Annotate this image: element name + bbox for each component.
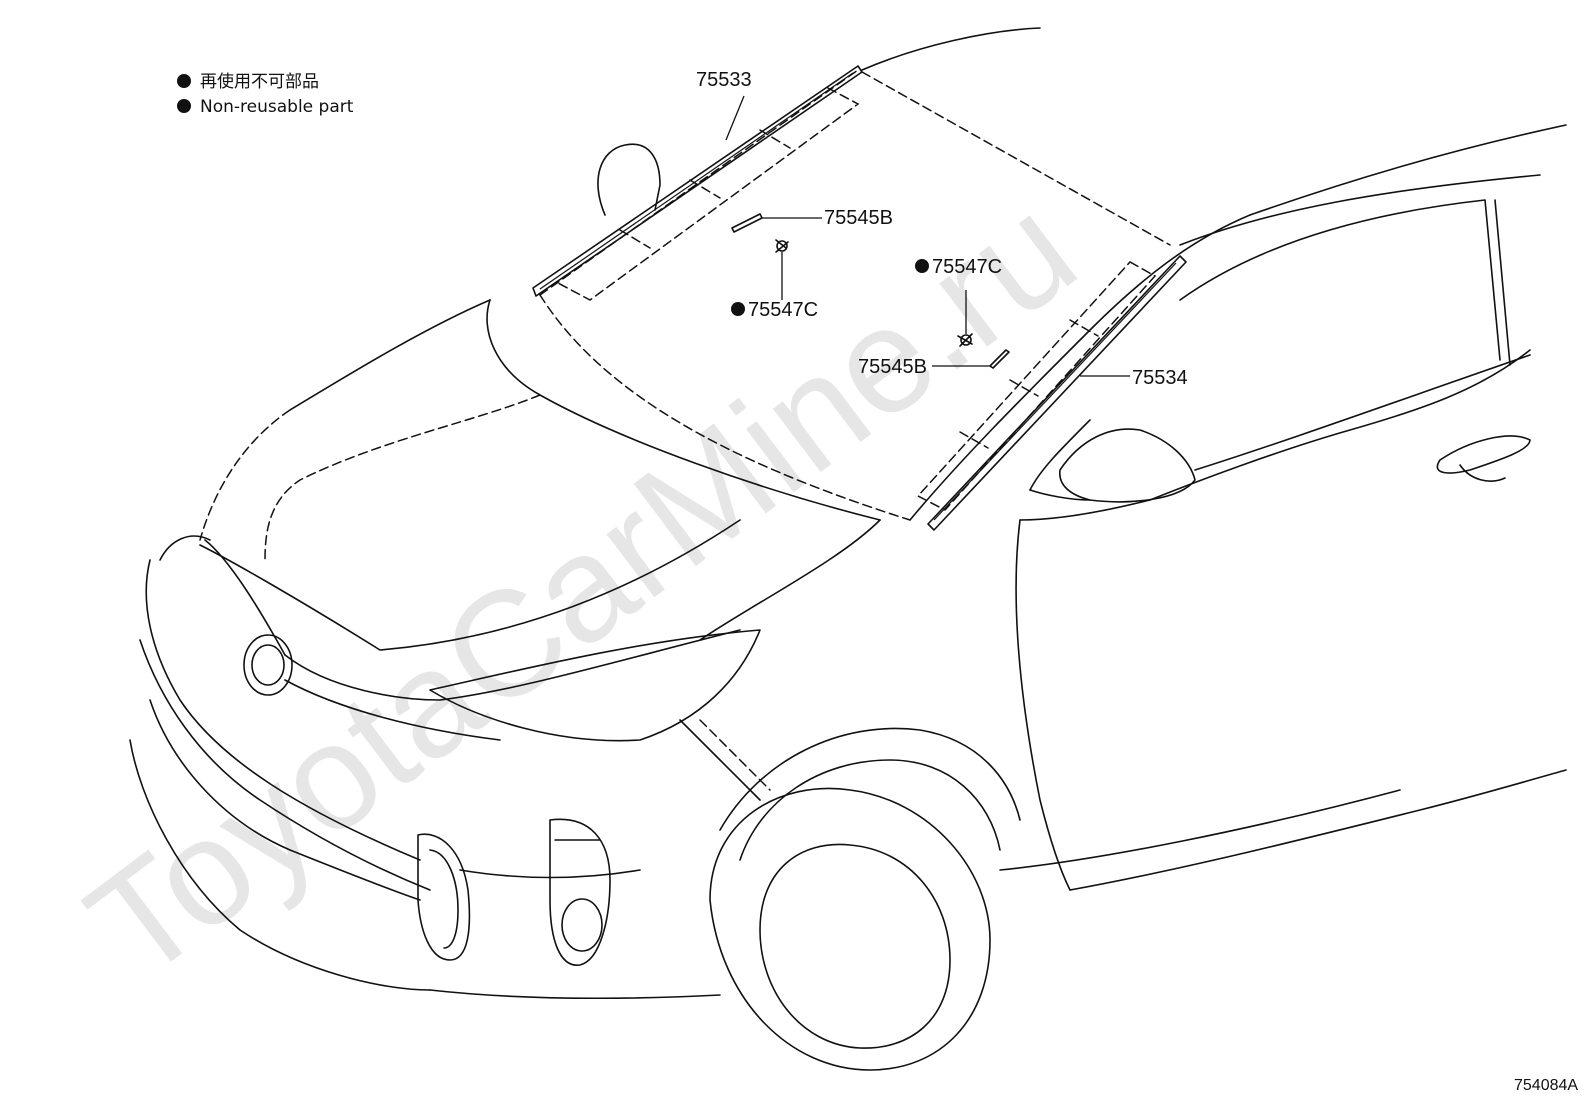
clip-region-upper [557,87,860,301]
moulding-75533 [532,65,863,297]
leader-lines [725,95,1130,377]
non-reusable-bullet-icon [731,302,745,316]
clip-right [957,333,973,347]
bullet-icon [177,99,191,113]
clip-strip-right [989,349,1010,369]
car-outline [129,27,1567,1071]
clip-strip-upper [731,213,763,233]
clip-upper [775,239,789,253]
part-label-75533: 75533 [696,69,752,91]
watermark-text: ToyotaCarMine.ru [58,164,1105,1011]
figure-code: 754084A [1514,1077,1578,1094]
non-reusable-bullet-icon [915,259,929,273]
part-label-75547c-right: 75547C [932,256,1002,278]
part-label-75547c-upper: 75547C [748,299,818,321]
clip-region-right [916,261,1157,511]
legend-en: Non-reusable part [200,97,354,117]
part-label-75534: 75534 [1132,367,1188,389]
bullet-icon [177,74,191,88]
legend-jp: 再使用不可部品 [200,71,319,92]
legend: 再使用不可部品 Non-reusable part [177,71,354,117]
part-label-75545b-upper: 75545B [824,207,893,229]
part-label-75545b-right: 75545B [858,356,927,378]
